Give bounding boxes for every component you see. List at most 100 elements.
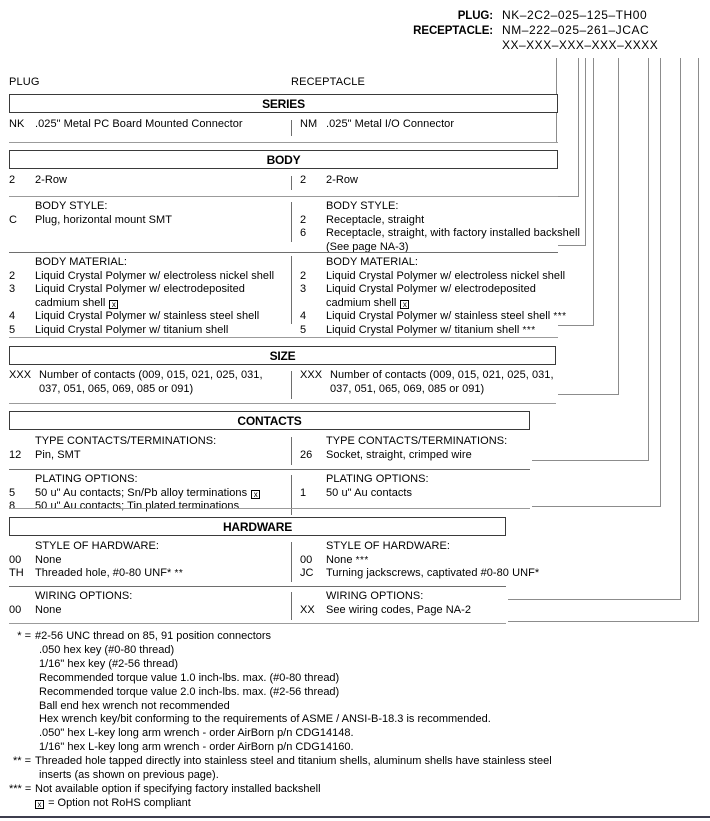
option-row[interactable]: 2 Liquid Crystal Polymer w/ electroless … <box>300 270 567 284</box>
column-label-plug: PLUG <box>9 76 40 88</box>
section-body-style: BODY STYLE: C Plug, horizontal mount SMT… <box>9 200 580 253</box>
hardware-style-plug: STYLE OF HARDWARE: 00 None TH Threaded h… <box>9 540 183 581</box>
option-row[interactable]: 00 None <box>9 604 132 618</box>
wiring-receptacle: WIRING OPTIONS: XX See wiring codes, Pag… <box>300 590 471 617</box>
option-code: TH <box>9 567 24 580</box>
wiring-plug: WIRING OPTIONS: 00 None <box>9 590 132 617</box>
footnote-line: Recommended torque value 2.0 inch-lbs. m… <box>39 685 340 698</box>
column-divider <box>291 256 293 324</box>
option-row[interactable]: 2 2-Row <box>300 174 358 188</box>
option-code: 2 <box>9 174 16 186</box>
part-number-row-plug: PLUG: NK–2C2–025–125–TH00 <box>406 8 706 23</box>
option-row[interactable]: TH Threaded hole, #0-80 UNF* ** <box>9 567 183 581</box>
option-row[interactable]: 00 None *** <box>300 554 539 568</box>
heading-text: STYLE OF HARDWARE: <box>35 540 159 552</box>
section-rule <box>9 586 506 588</box>
option-row[interactable]: 26 Socket, straight, crimped wire <box>300 449 507 463</box>
body-material-plug: BODY MATERIAL: 2 Liquid Crystal Polymer … <box>9 256 274 338</box>
option-continuation: 037, 051, 065, 069, 085 or 091) <box>39 382 194 395</box>
option-row[interactable]: 8 50 u" Au contacts; Tin plated terminat… <box>9 500 261 514</box>
option-row[interactable]: 2 Liquid Crystal Polymer w/ electroless … <box>9 270 274 284</box>
option-row[interactable]: 3 Liquid Crystal Polymer w/ electrodepos… <box>300 283 567 297</box>
leader-plating-h <box>532 506 661 507</box>
option-row[interactable]: NK .025" Metal PC Board Mounted Connecto… <box>9 118 243 132</box>
section-body-rows: 2 2-Row 2 2-Row <box>9 174 558 192</box>
option-row[interactable]: XX See wiring codes, Page NA-2 <box>300 604 471 618</box>
option-row[interactable]: XXX Number of contacts (009, 015, 021, 0… <box>300 369 554 383</box>
option-row[interactable]: 00 None <box>9 554 183 568</box>
subsection-heading: TYPE CONTACTS/TERMINATIONS: <box>9 435 216 449</box>
part-number-template: XX–XXX–XXX–XXX–XXXX <box>502 38 659 52</box>
rohs-legend-text: = Option not RoHS compliant <box>48 797 191 809</box>
option-row[interactable]: XXX Number of contacts (009, 015, 021, 0… <box>9 369 263 383</box>
option-row[interactable]: NM .025" Metal I/O Connector <box>300 118 454 132</box>
option-code: 3 <box>300 283 307 296</box>
option-continuation: cadmium shell x <box>300 297 567 311</box>
option-code: 5 <box>9 486 16 499</box>
option-code: 12 <box>9 448 22 461</box>
section-title-series: SERIES <box>262 96 305 111</box>
column-divider <box>291 475 293 515</box>
subsection-heading: BODY MATERIAL: <box>300 256 567 270</box>
option-row[interactable]: JC Turning jackscrews, captivated #0-80 … <box>300 567 539 581</box>
option-continuation: cadmium shell x <box>9 297 274 311</box>
series-plug-options: NK .025" Metal PC Board Mounted Connecto… <box>9 118 243 132</box>
footnote-marker: *** <box>553 311 567 323</box>
section-title-body: BODY <box>266 152 301 167</box>
column-divider <box>291 120 293 136</box>
option-row[interactable]: 2 2-Row <box>9 174 67 188</box>
section-rule <box>9 337 558 339</box>
option-row[interactable]: 2 Receptacle, straight <box>300 214 580 228</box>
section-bar-series: SERIES <box>9 94 558 113</box>
option-text: .025" Metal PC Board Mounted Connector <box>35 118 243 130</box>
footnote-line: 1/16" hex L-key long arm wrench - order … <box>39 741 354 754</box>
option-row[interactable]: 3 Liquid Crystal Polymer w/ electrodepos… <box>9 283 274 297</box>
leader-body-style <box>585 58 586 246</box>
option-row[interactable]: 6 Receptacle, straight, with factory ins… <box>300 227 580 241</box>
option-row[interactable]: C Plug, horizontal mount SMT <box>9 214 172 228</box>
heading-text: TYPE CONTACTS/TERMINATIONS: <box>326 435 508 447</box>
option-row[interactable]: 4 Liquid Crystal Polymer w/ stainless st… <box>300 310 567 324</box>
option-text: 50 u" Au contacts <box>326 486 413 499</box>
option-code: 1 <box>300 486 307 499</box>
option-text: Receptacle, straight, with factory insta… <box>326 227 580 240</box>
option-text: Turning jackscrews, captivated #0-80 UNF… <box>326 567 540 580</box>
body-style-plug: BODY STYLE: C Plug, horizontal mount SMT <box>9 200 172 227</box>
option-row[interactable]: 5 Liquid Crystal Polymer w/ titanium she… <box>9 324 274 338</box>
option-code: XXX <box>300 369 323 381</box>
option-text: Pin, SMT <box>35 448 81 461</box>
option-row[interactable]: 1 50 u" Au contacts <box>300 487 429 501</box>
section-plating: PLATING OPTIONS: 5 50 u" Au contacts; Sn… <box>9 473 530 517</box>
option-row[interactable]: 4 Liquid Crystal Polymer w/ stainless st… <box>9 310 274 324</box>
heading-text: WIRING OPTIONS: <box>35 590 133 602</box>
footnote-triple-star: *** = Not available option if specifying… <box>9 783 699 797</box>
plating-receptacle: PLATING OPTIONS: 1 50 u" Au contacts <box>300 473 429 500</box>
option-text: Number of contacts (009, 015, 021, 025, … <box>330 369 554 381</box>
option-row[interactable]: 5 50 u" Au contacts; Sn/Pb alloy termina… <box>9 487 261 501</box>
heading-text: TYPE CONTACTS/TERMINATIONS: <box>35 435 217 447</box>
rohs-x-icon: x <box>35 800 44 809</box>
option-text: 2-Row <box>35 174 68 186</box>
option-code: 3 <box>9 283 16 296</box>
option-code: 2 <box>300 213 307 226</box>
column-divider <box>291 176 293 190</box>
option-code: XXX <box>9 369 32 381</box>
footnote-text: #2-56 UNC thread on 85, 91 position conn… <box>35 630 272 642</box>
footnote-line: .050" hex L-key long arm wrench - order … <box>39 727 354 740</box>
receptacle-part-number: NM–222–025–261–JCAC <box>502 23 650 37</box>
section-rule <box>9 623 506 625</box>
body-rows-plug: 2 2-Row <box>9 174 67 188</box>
option-row[interactable]: 5 Liquid Crystal Polymer w/ titanium she… <box>300 324 567 338</box>
option-row[interactable]: 12 Pin, SMT <box>9 449 216 463</box>
option-text: Threaded hole, #0-80 UNF* ** <box>35 567 183 581</box>
leader-hardware-style <box>680 58 681 600</box>
rohs-x-icon: x <box>400 299 410 309</box>
option-continuation: (See page NA-3) <box>326 240 409 253</box>
part-number-block: PLUG: NK–2C2–025–125–TH00 RECEPTACLE: NM… <box>406 8 706 53</box>
option-text: Liquid Crystal Polymer w/ electrodeposit… <box>326 283 536 296</box>
leader-wiring-h <box>508 621 699 622</box>
footnote-line: Hex wrench key/bit conforming to the req… <box>39 713 491 726</box>
page-bottom-rule <box>0 816 710 818</box>
option-text: 50 u" Au contacts; Sn/Pb alloy terminati… <box>35 487 261 501</box>
footnote-marker: *** <box>355 554 369 566</box>
